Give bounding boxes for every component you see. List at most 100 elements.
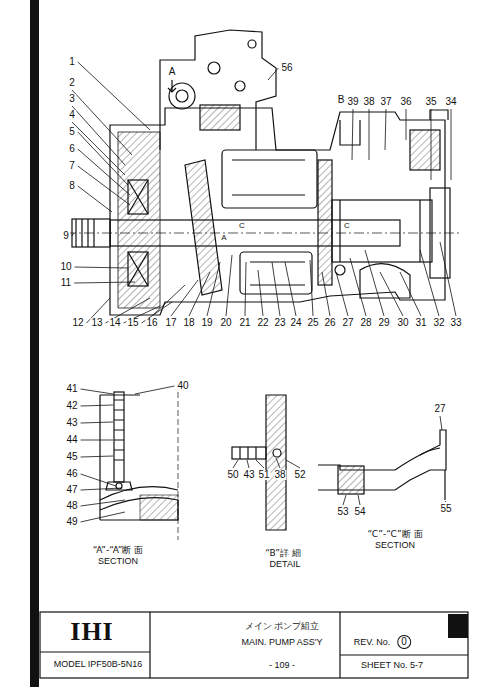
title-text: MODEL IPF50B-5N16 — [53, 660, 144, 669]
leader-line — [272, 262, 280, 316]
title-text: “A”-“A”断 面 — [92, 546, 145, 555]
leader-line — [322, 272, 330, 316]
callout-number: 18 — [182, 318, 195, 328]
title-text: MAIN. PUMP ASS'Y — [240, 638, 323, 647]
callout-number: 48 — [65, 501, 78, 511]
title-text: “B”詳 細 — [264, 549, 302, 558]
callout-number: 47 — [65, 485, 78, 495]
leader-line — [81, 488, 122, 490]
callout-number: 37 — [379, 97, 392, 107]
callout-number: 21 — [238, 318, 251, 328]
callout-number: 56 — [280, 63, 293, 73]
leader-line — [81, 474, 116, 486]
leader-line — [81, 456, 113, 457]
callout-number: 55 — [439, 504, 452, 514]
leader-line — [440, 416, 442, 430]
leader-line — [152, 285, 185, 316]
section-marker: C — [343, 222, 351, 230]
leader-line — [276, 458, 280, 468]
callout-number: 36 — [399, 97, 412, 107]
callout-number: A — [168, 67, 177, 77]
callout-number: 1 — [68, 57, 76, 67]
callout-number: 28 — [359, 318, 372, 328]
callout-number: 29 — [377, 318, 390, 328]
leader-line — [431, 109, 432, 180]
title-text: SECTION — [97, 557, 139, 566]
callout-number: 19 — [200, 318, 213, 328]
callout-number: 25 — [306, 318, 319, 328]
title-text: REV. No. — [353, 638, 392, 647]
title-text: メイン ポンプ組立 — [244, 622, 321, 631]
leader-line — [385, 109, 386, 150]
leader-line — [81, 500, 125, 506]
callout-number: 22 — [256, 318, 269, 328]
leader-line — [81, 389, 113, 394]
callout-number: 9 — [62, 231, 70, 241]
callout-number: 16 — [145, 318, 158, 328]
callout-number: 23 — [273, 318, 286, 328]
leader-line — [81, 405, 113, 406]
leader-line — [75, 267, 128, 268]
title-text: SECTION — [374, 541, 416, 550]
callout-number: 42 — [65, 401, 78, 411]
leader-line — [451, 109, 452, 180]
callout-number: 3 — [68, 94, 76, 104]
callout-number: 27 — [341, 318, 354, 328]
revision-number: 0 — [397, 635, 411, 649]
callout-number: 51 — [257, 470, 270, 480]
leader-line — [226, 255, 232, 316]
leader-line — [78, 166, 130, 205]
leader-line — [258, 270, 263, 316]
company-logo: IHI — [69, 619, 114, 645]
title-text: DETAIL — [269, 560, 302, 569]
leader-line — [135, 386, 174, 394]
callout-number: 43 — [242, 470, 255, 480]
section-marker: C — [238, 222, 246, 230]
callout-number: B — [337, 95, 346, 105]
leader-line — [81, 512, 125, 522]
callout-number: 20 — [219, 318, 232, 328]
section-marker: A — [220, 234, 227, 242]
leader-line — [72, 106, 125, 165]
leader-line — [350, 258, 366, 316]
callout-number: 5 — [68, 127, 76, 137]
leader-line — [74, 282, 135, 283]
callout-number: 38 — [273, 470, 286, 480]
leader-line — [336, 272, 348, 316]
leader-line — [445, 501, 446, 502]
callout-number: 2 — [68, 78, 76, 88]
leader-line — [72, 233, 74, 236]
title-text: “C”-“C”断 面 — [366, 530, 423, 539]
callout-number: 12 — [71, 318, 84, 328]
callout-number: 27 — [433, 404, 446, 414]
leader-line — [352, 109, 353, 160]
leader-line — [310, 260, 313, 316]
callout-number: 44 — [65, 435, 78, 445]
leader-line — [286, 460, 300, 468]
callout-number: 53 — [336, 507, 349, 517]
leader-line — [400, 272, 421, 316]
callout-number: 38 — [362, 97, 375, 107]
leader-line — [233, 460, 238, 468]
callout-number: 11 — [60, 278, 72, 288]
title-text: - 109 - — [268, 661, 296, 670]
callout-number: 10 — [59, 262, 72, 272]
leader-line — [72, 90, 132, 155]
callout-number: 45 — [65, 452, 78, 462]
callout-number: 33 — [449, 318, 462, 328]
leader-line — [256, 460, 264, 468]
callout-number: 40 — [176, 381, 189, 391]
leader-line — [440, 242, 456, 316]
leader-line — [81, 440, 113, 441]
leader-line — [189, 272, 210, 316]
callout-number: 6 — [68, 144, 76, 154]
leader-line — [78, 62, 150, 130]
callout-number: 52 — [293, 470, 306, 480]
callout-number: 13 — [90, 318, 103, 328]
leader-line — [78, 186, 112, 212]
callout-number: 17 — [164, 318, 177, 328]
callout-number: 31 — [414, 318, 427, 328]
leader-line — [285, 262, 296, 316]
callout-number: 14 — [108, 318, 121, 328]
